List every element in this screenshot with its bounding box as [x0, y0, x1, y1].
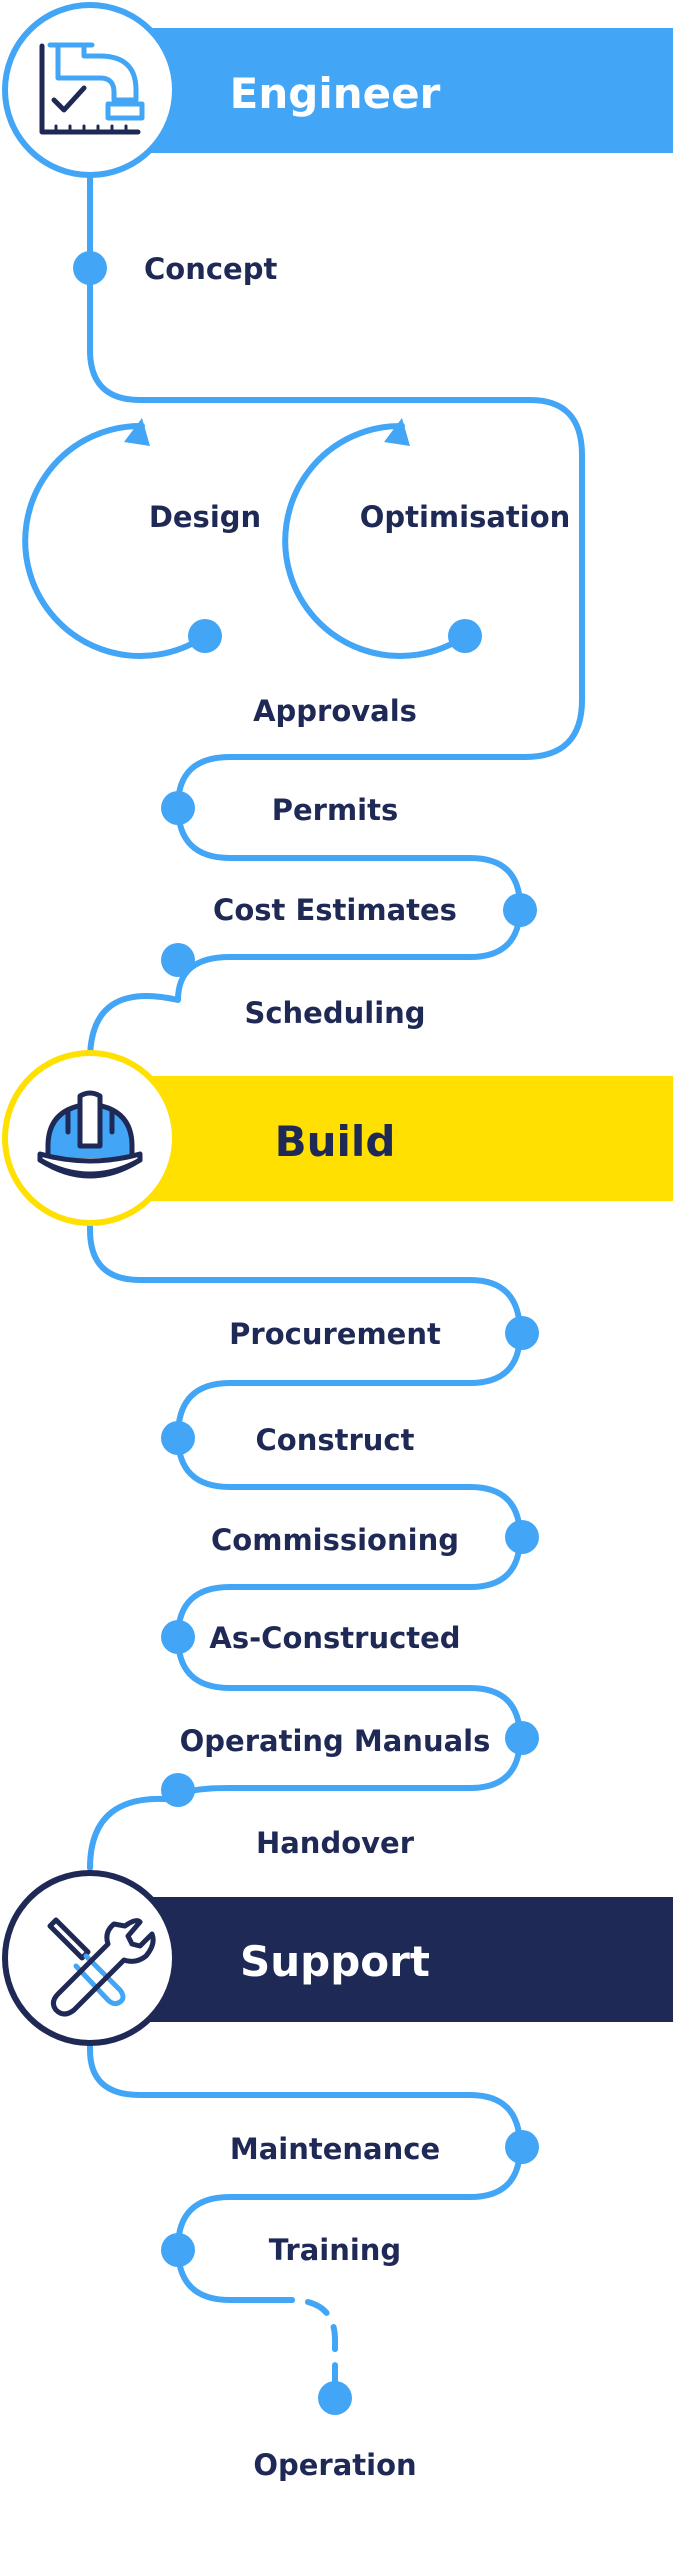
engineer-badge: [2, 2, 178, 178]
dot-concept: [73, 251, 107, 285]
label-optimisation: Optimisation: [360, 500, 571, 534]
label-design: Design: [149, 500, 261, 534]
label-approvals: Approvals: [253, 694, 417, 728]
dot-optimisation: [448, 619, 482, 653]
dot-scheduling: [161, 943, 195, 977]
build-bar: [90, 1076, 673, 1201]
label-operation: Operation: [253, 2448, 416, 2482]
label-concept: Concept: [144, 252, 277, 286]
support-banner: Support: [2, 1870, 673, 2046]
path-design-loop: [22, 422, 208, 659]
design-loop-arrowhead: [124, 418, 150, 446]
dot-handover: [161, 1773, 195, 1807]
build-banner: Build: [2, 1050, 673, 1226]
label-procurement: Procurement: [229, 1317, 441, 1351]
label-permits: Permits: [272, 793, 399, 827]
label-operating-manuals: Operating Manuals: [180, 1724, 491, 1758]
label-commissioning: Commissioning: [211, 1523, 459, 1557]
build-title: Build: [275, 1117, 396, 1166]
dot-cost-estimates: [503, 893, 537, 927]
engineer-title: Engineer: [230, 69, 441, 118]
dot-training: [161, 2233, 195, 2267]
label-training: Training: [269, 2233, 401, 2267]
support-bar: [90, 1897, 673, 2022]
step-dots: [73, 251, 539, 2415]
path-support-dashed: [267, 2297, 338, 2398]
support-title: Support: [240, 1937, 430, 1986]
label-handover: Handover: [256, 1826, 415, 1860]
dot-procurement: [505, 1316, 539, 1350]
dot-permits: [161, 791, 195, 825]
dot-commissioning: [505, 1520, 539, 1554]
dot-design: [188, 619, 222, 653]
dot-operation: [318, 2381, 352, 2415]
dot-maintenance: [505, 2130, 539, 2164]
optimisation-loop-arrowhead: [384, 418, 410, 446]
dot-operating-manuals: [505, 1721, 539, 1755]
pipe-blueprint-icon: [39, 42, 145, 135]
engineer-bar: [90, 28, 673, 153]
dot-construct: [161, 1421, 195, 1455]
dot-as-constructed: [161, 1620, 195, 1654]
label-construct: Construct: [256, 1423, 415, 1457]
label-maintenance: Maintenance: [230, 2132, 440, 2166]
label-as-constructed: As-Constructed: [209, 1621, 460, 1655]
wrench-screwdriver-icon: [47, 1917, 156, 2017]
step-labels: Concept Design Optimisation Approvals Pe…: [144, 252, 570, 2482]
engineer-banner: Engineer: [2, 2, 673, 178]
path-optimisation-loop: [282, 422, 468, 659]
label-scheduling: Scheduling: [244, 996, 425, 1030]
hard-hat-icon: [37, 1090, 143, 1179]
label-cost-estimates: Cost Estimates: [213, 893, 457, 927]
